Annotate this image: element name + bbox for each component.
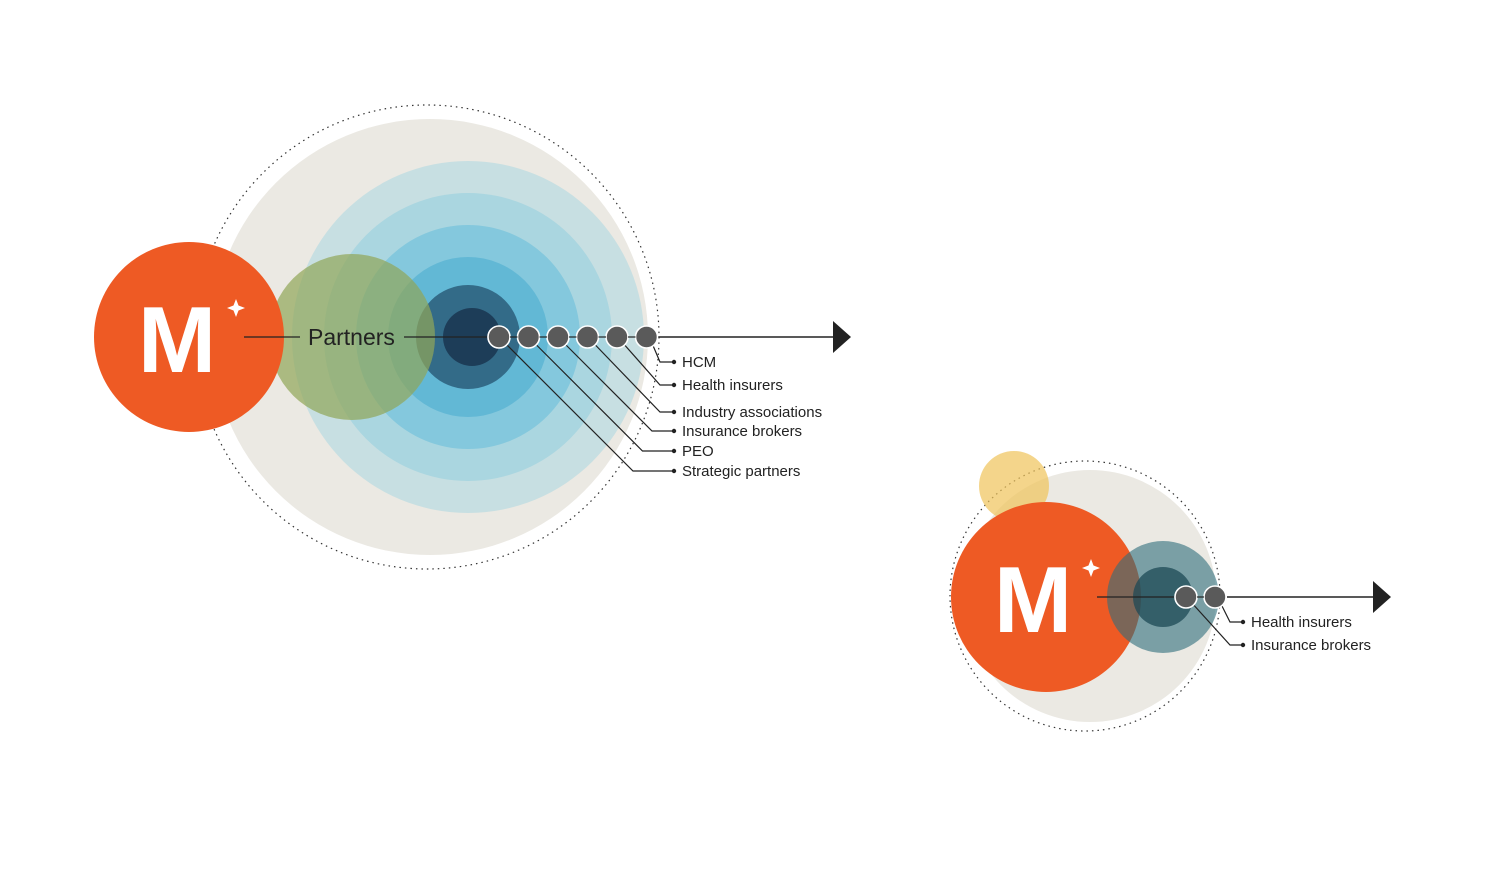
leader-dot-insurance-brokers — [671, 409, 677, 415]
channel-node[interactable] — [1203, 585, 1227, 609]
leader-line-industry-associations — [562, 341, 674, 432]
sparkle-icon — [1082, 559, 1100, 577]
large-diagram: M Partners Strategic partners PEO Insuranc… — [94, 104, 851, 570]
leader-dot-health-insurers — [671, 448, 677, 454]
channel-node[interactable] — [575, 325, 600, 349]
leader-line-health-insurers — [533, 341, 674, 452]
channel-node[interactable] — [605, 325, 629, 349]
leader-dot-strategic-partners — [671, 359, 677, 365]
sparkle-icon — [227, 299, 245, 317]
small-leader-lines — [1190, 601, 1246, 648]
channel-label-health-insurers: PEO — [682, 443, 714, 460]
leader-line-health-insurers — [1190, 601, 1243, 646]
leader-line-peo — [621, 341, 674, 386]
large-yellow-circle — [269, 254, 435, 420]
channel-node[interactable] — [634, 325, 659, 349]
small-diagram: M Insurance brokers Health insurers — [949, 451, 1391, 732]
large-leader-lines — [503, 341, 677, 474]
channel-label-strategic-partners: HCM — [682, 354, 716, 371]
large-partners-label: Partners — [308, 324, 395, 350]
channel-node[interactable] — [487, 325, 511, 349]
small-channel-nodes — [1174, 585, 1227, 609]
channel-node[interactable] — [1174, 585, 1198, 609]
small-logo-circle — [951, 502, 1141, 692]
channel-label-peo: Health insurers — [682, 377, 783, 394]
leader-dot-insurance-brokers — [1240, 619, 1246, 625]
small-logo-letter: M — [994, 547, 1072, 652]
leader-dot-industry-associations — [671, 428, 677, 434]
channel-label-hcm: Strategic partners — [682, 463, 800, 480]
channel-label-health-insurers: Insurance brokers — [1251, 637, 1371, 654]
large-logo-circle — [94, 242, 284, 432]
channel-label-insurance-brokers: Industry associations — [682, 404, 822, 421]
leader-dot-peo — [671, 382, 677, 388]
channel-label-industry-associations: Insurance brokers — [682, 423, 802, 440]
large-green-overlap — [269, 254, 435, 420]
large-logo-letter: M — [138, 287, 216, 392]
leader-dot-health-insurers — [1240, 642, 1246, 648]
large-channel-labels: Strategic partners PEO Insurance brokers In… — [682, 354, 822, 480]
large-channel-nodes — [487, 325, 659, 349]
small-arrow-head — [1373, 581, 1391, 613]
leader-line-insurance-brokers — [592, 341, 674, 413]
channel-label-insurance-brokers: Health insurers — [1251, 614, 1352, 631]
leader-line-strategic-partners — [650, 341, 674, 363]
leader-line-hcm — [503, 341, 674, 472]
leader-line-insurance-brokers — [1219, 601, 1243, 623]
small-channel-labels: Insurance brokers Health insurers — [1251, 614, 1371, 654]
channel-node[interactable] — [516, 325, 541, 349]
channel-node[interactable] — [546, 325, 570, 349]
leader-dot-hcm — [671, 468, 677, 474]
large-arrow-head — [833, 321, 851, 353]
